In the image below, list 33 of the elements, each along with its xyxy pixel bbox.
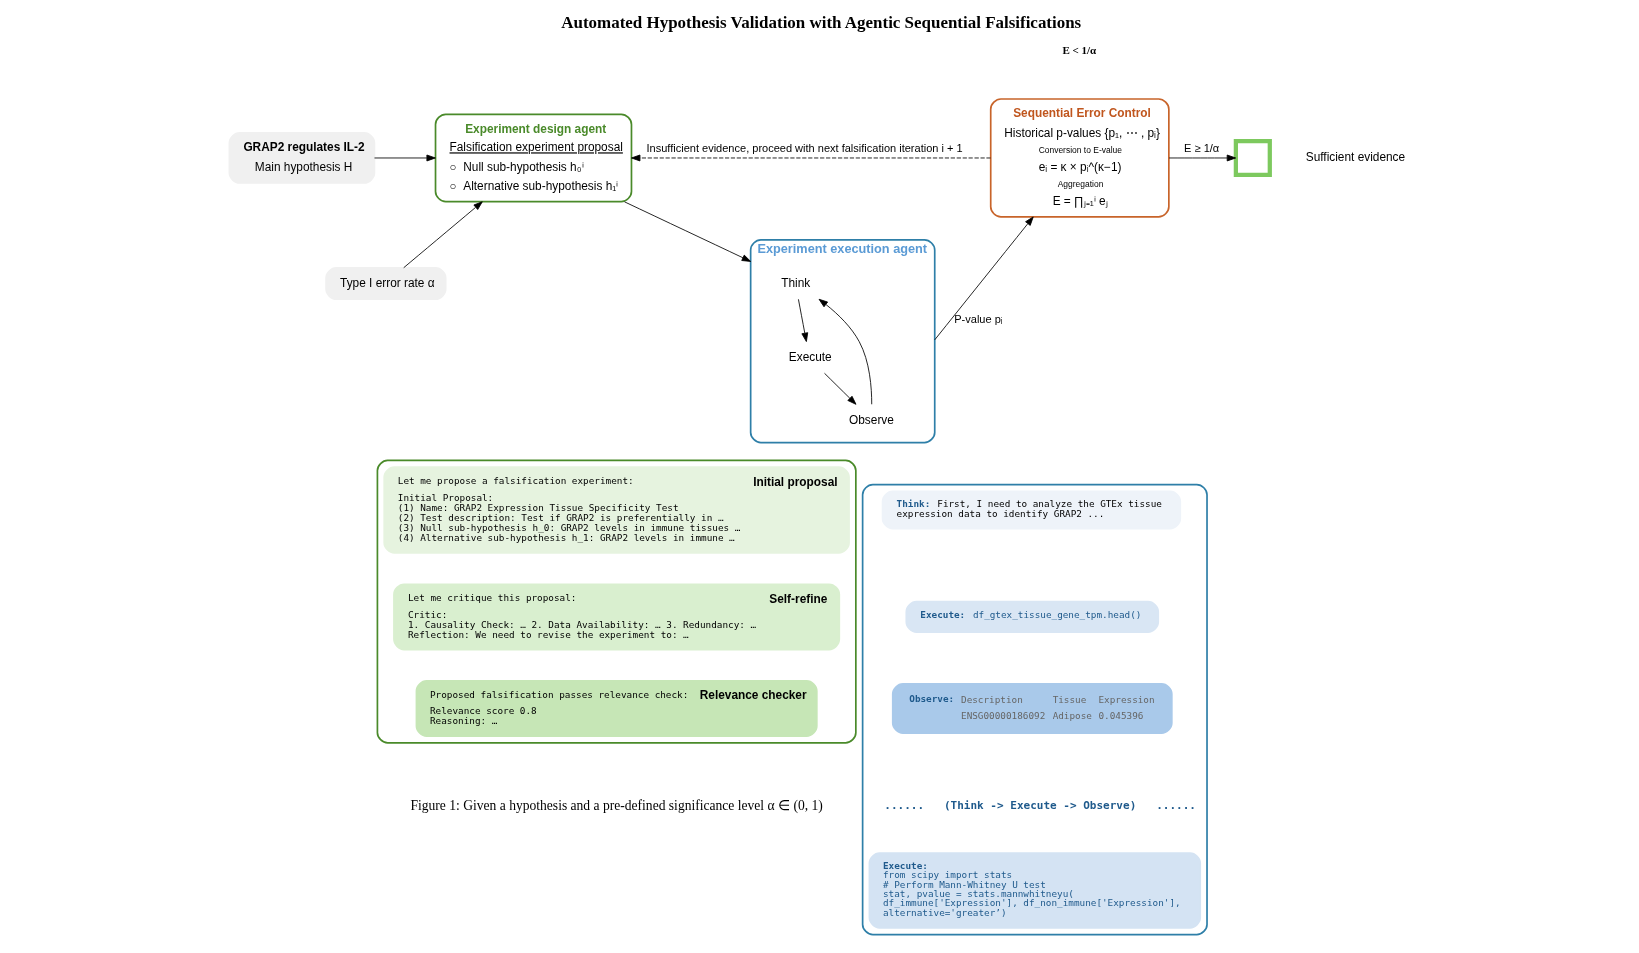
arrow xyxy=(797,298,808,342)
arrow xyxy=(818,298,872,405)
arrow xyxy=(402,201,483,269)
node-text: Think xyxy=(780,276,810,291)
arrow xyxy=(623,201,751,262)
node-box: Let me propose a falsification experiment: Initial proposal Initial Proposal: (1) Name: GRAP2 Expression Tissue Specificity Test (2) Test description: Test if GRAP2 is preferentially in … (3) Null sub-hypothesis h_0: GRAP2 levels in immune tissues … (4) Alternative sub-hypothesis h_1: GRAP2 levels in immune … xyxy=(382,466,850,554)
node-box: Execute: from scipy import stats # Perform Mann-Whitney U test stat, pvalue = stats.mannwhitneyu( df_immune['Expression'], df_non_immune['Expression'], alternative='greater’) xyxy=(868,852,1201,929)
node-box: Proposed falsification passes relevance check: Relevance checker Relevance score 0.8 Reasoning: … xyxy=(415,680,818,737)
label: ...... (Think -> Execute -> Observe) ...... xyxy=(883,798,1196,812)
edge-label: E ≥ 1/α xyxy=(1183,142,1219,155)
arrow xyxy=(373,154,436,162)
node-box: Sequential Error Control Historical p-values {p₁, ⋯ , pᵢ} Conversion to E-value eᵢ = κ × pᵢ^(κ−1) Aggregation E = ∏ⱼ₌₁ⁱ eⱼ xyxy=(989,98,1170,218)
node-box: Let me critique this proposal: Self-refine Critic: 1. Causality Check: … 2. Data Availability: … 3. Redundancy: … Reflection: We need to revise the experiment to: … xyxy=(392,583,840,651)
arrow xyxy=(1168,154,1236,162)
arrow xyxy=(630,154,991,162)
node-box: Type I error rate α xyxy=(324,266,447,301)
node-box: Observe: Description Tissue Expression ENSG00000186092 Adipose 0.045396 xyxy=(891,683,1173,734)
label: E < 1/α xyxy=(1061,44,1096,57)
node-text: Observe xyxy=(848,412,894,427)
node-box: Experiment design agent Falsification experiment proposal ○ Null sub-hypothesis h₀ⁱ ○ Alternative sub-hypothesis h₁ⁱ xyxy=(434,113,632,203)
node-box: Execute: df_gtex_tissue_gene_tpm.head() xyxy=(904,600,1159,633)
cluster xyxy=(861,483,1208,936)
node-box: GRAP2 regulates IL-2 Main hypothesis H xyxy=(228,132,375,184)
edge-label: P-value pᵢ xyxy=(953,313,1003,326)
edge-label: Insufficient evidence, proceed with next falsification iteration i + 1 xyxy=(646,142,963,155)
node-text: Execute xyxy=(788,349,832,364)
node-label: Sufficient evidence xyxy=(1305,150,1405,165)
arrow xyxy=(823,372,856,405)
caption: Figure 1: Given a hypothesis and a pre-defined significance level α ∈ (0, 1) xyxy=(409,797,823,813)
arrow xyxy=(933,216,1034,341)
cluster xyxy=(376,459,857,744)
node-box xyxy=(1233,138,1272,178)
diagram-title: Automated Hypothesis Validation with Agentic Sequential Falsifications xyxy=(560,12,1081,32)
